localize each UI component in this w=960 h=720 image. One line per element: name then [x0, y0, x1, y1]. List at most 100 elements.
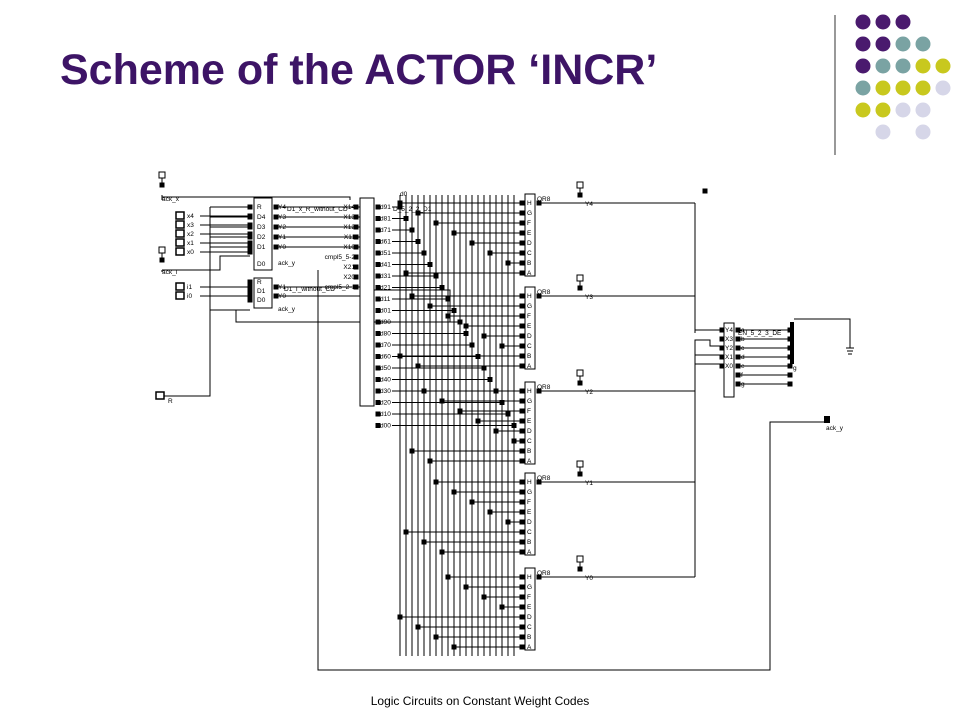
pin-marker [375, 204, 381, 210]
or-gate-pin: G [527, 303, 532, 310]
bus-tap [445, 574, 451, 580]
pin-marker [519, 574, 525, 580]
decor-dot [875, 14, 891, 30]
bus-tap [409, 448, 415, 454]
pin-marker [247, 293, 253, 299]
pin-marker [519, 529, 525, 535]
or-gate-pin: A [527, 644, 532, 651]
pin-marker [375, 377, 381, 382]
or-gate-pin: B [527, 539, 531, 546]
input-pad-i0 [175, 291, 185, 300]
bus-tap [415, 624, 421, 630]
or-gate-pin: A [527, 270, 532, 277]
decoder-in-X13: X13 [343, 214, 355, 221]
pin-marker [247, 279, 253, 285]
pin-marker [375, 342, 381, 348]
encoder-out-b: b [741, 336, 745, 343]
pin-marker [519, 428, 525, 434]
pin-marker [519, 293, 525, 299]
bus-tap [457, 408, 463, 414]
bus-tap [415, 239, 421, 244]
decor-dot [915, 36, 931, 52]
bus-tap [487, 250, 493, 256]
decor-dot [855, 80, 871, 96]
pin-marker [353, 224, 359, 230]
decoder-out-d41: d41 [380, 262, 391, 269]
pin-marker [519, 539, 525, 545]
pin-marker [519, 250, 525, 256]
pin-marker [519, 333, 525, 339]
pin-marker [519, 519, 525, 525]
pin-marker [519, 353, 525, 359]
rx-pin-D3: D3 [257, 224, 266, 231]
pin-marker [159, 182, 165, 188]
or-gate-pin: C [527, 438, 532, 445]
or-gate-pin: D [527, 333, 532, 340]
pin-marker [519, 604, 525, 610]
decor-dot [895, 58, 911, 74]
decor-dot [855, 14, 871, 30]
or-gate-pin: E [527, 230, 532, 237]
pin-marker [247, 249, 253, 255]
bus-tap [511, 423, 517, 428]
pin-marker [375, 354, 381, 359]
encoder-in-X0: X0 [725, 363, 733, 370]
bus-tap [445, 313, 451, 319]
output-bus-bar [790, 322, 794, 364]
encoder-in-X3: X3 [725, 336, 733, 343]
rx-out-Y3: Y3 [278, 214, 286, 221]
pin-marker [519, 388, 525, 394]
bus-tap [487, 509, 493, 515]
decoder-out-d70: d70 [380, 342, 391, 349]
or-gate-pin: E [527, 604, 532, 611]
decoder-out-d20: d20 [380, 400, 391, 407]
pin-marker [273, 284, 279, 290]
bus-tap [409, 293, 415, 299]
pin-marker [247, 224, 253, 230]
decoder-out-d61: d61 [380, 239, 391, 246]
encoder-in-X1: X1 [725, 354, 733, 361]
output-probe-0 [576, 181, 584, 189]
pin-marker [375, 400, 381, 405]
decoder-out-d50: d50 [380, 365, 391, 372]
decoder-block [359, 197, 375, 407]
rx-out-Y4: Y4 [278, 204, 286, 211]
bus-tap [451, 489, 457, 495]
pin-marker [519, 313, 525, 319]
bus-tap [469, 499, 475, 505]
input-label-i0: i0 [187, 293, 192, 300]
pin-marker [719, 354, 725, 360]
pin-marker [353, 204, 359, 210]
rx-pin-D2: D2 [257, 234, 266, 241]
rx-pin-D4: D4 [257, 214, 266, 221]
bus-tap [457, 319, 463, 325]
bus-tap [499, 400, 505, 405]
pin-marker [735, 381, 741, 387]
pin-marker [375, 388, 381, 394]
bus-tap [403, 216, 409, 221]
pin-marker [577, 380, 583, 386]
pin-marker [375, 319, 381, 325]
pin-marker [519, 594, 525, 600]
output-label-Y4: Y4 [585, 201, 593, 208]
pin-marker [353, 214, 359, 220]
decoder-out-d11: d11 [380, 296, 391, 303]
decoder-out-d51: d51 [380, 250, 391, 257]
bus-tap [451, 230, 457, 236]
pin-marker [735, 336, 741, 342]
or-gate-pin: C [527, 343, 532, 350]
decoder-in-X10: X10 [343, 244, 355, 251]
encoder-out-d: d [741, 354, 745, 361]
decoder-out-d90: d90 [380, 319, 391, 326]
decor-dot [875, 124, 891, 140]
pin-marker [375, 331, 381, 336]
or-gate-pin: A [527, 363, 532, 370]
rx-pin-D1: D1 [257, 244, 266, 251]
decoder-in-cmpl5_5-2: cmpl5_5-2 [325, 254, 356, 261]
pin-marker [375, 365, 381, 371]
bus-tap [451, 308, 457, 313]
or-gate-pin: F [527, 313, 531, 320]
pin-marker [247, 204, 253, 210]
output-label-Y0: Y0 [585, 575, 593, 582]
bus-tap [397, 614, 403, 620]
